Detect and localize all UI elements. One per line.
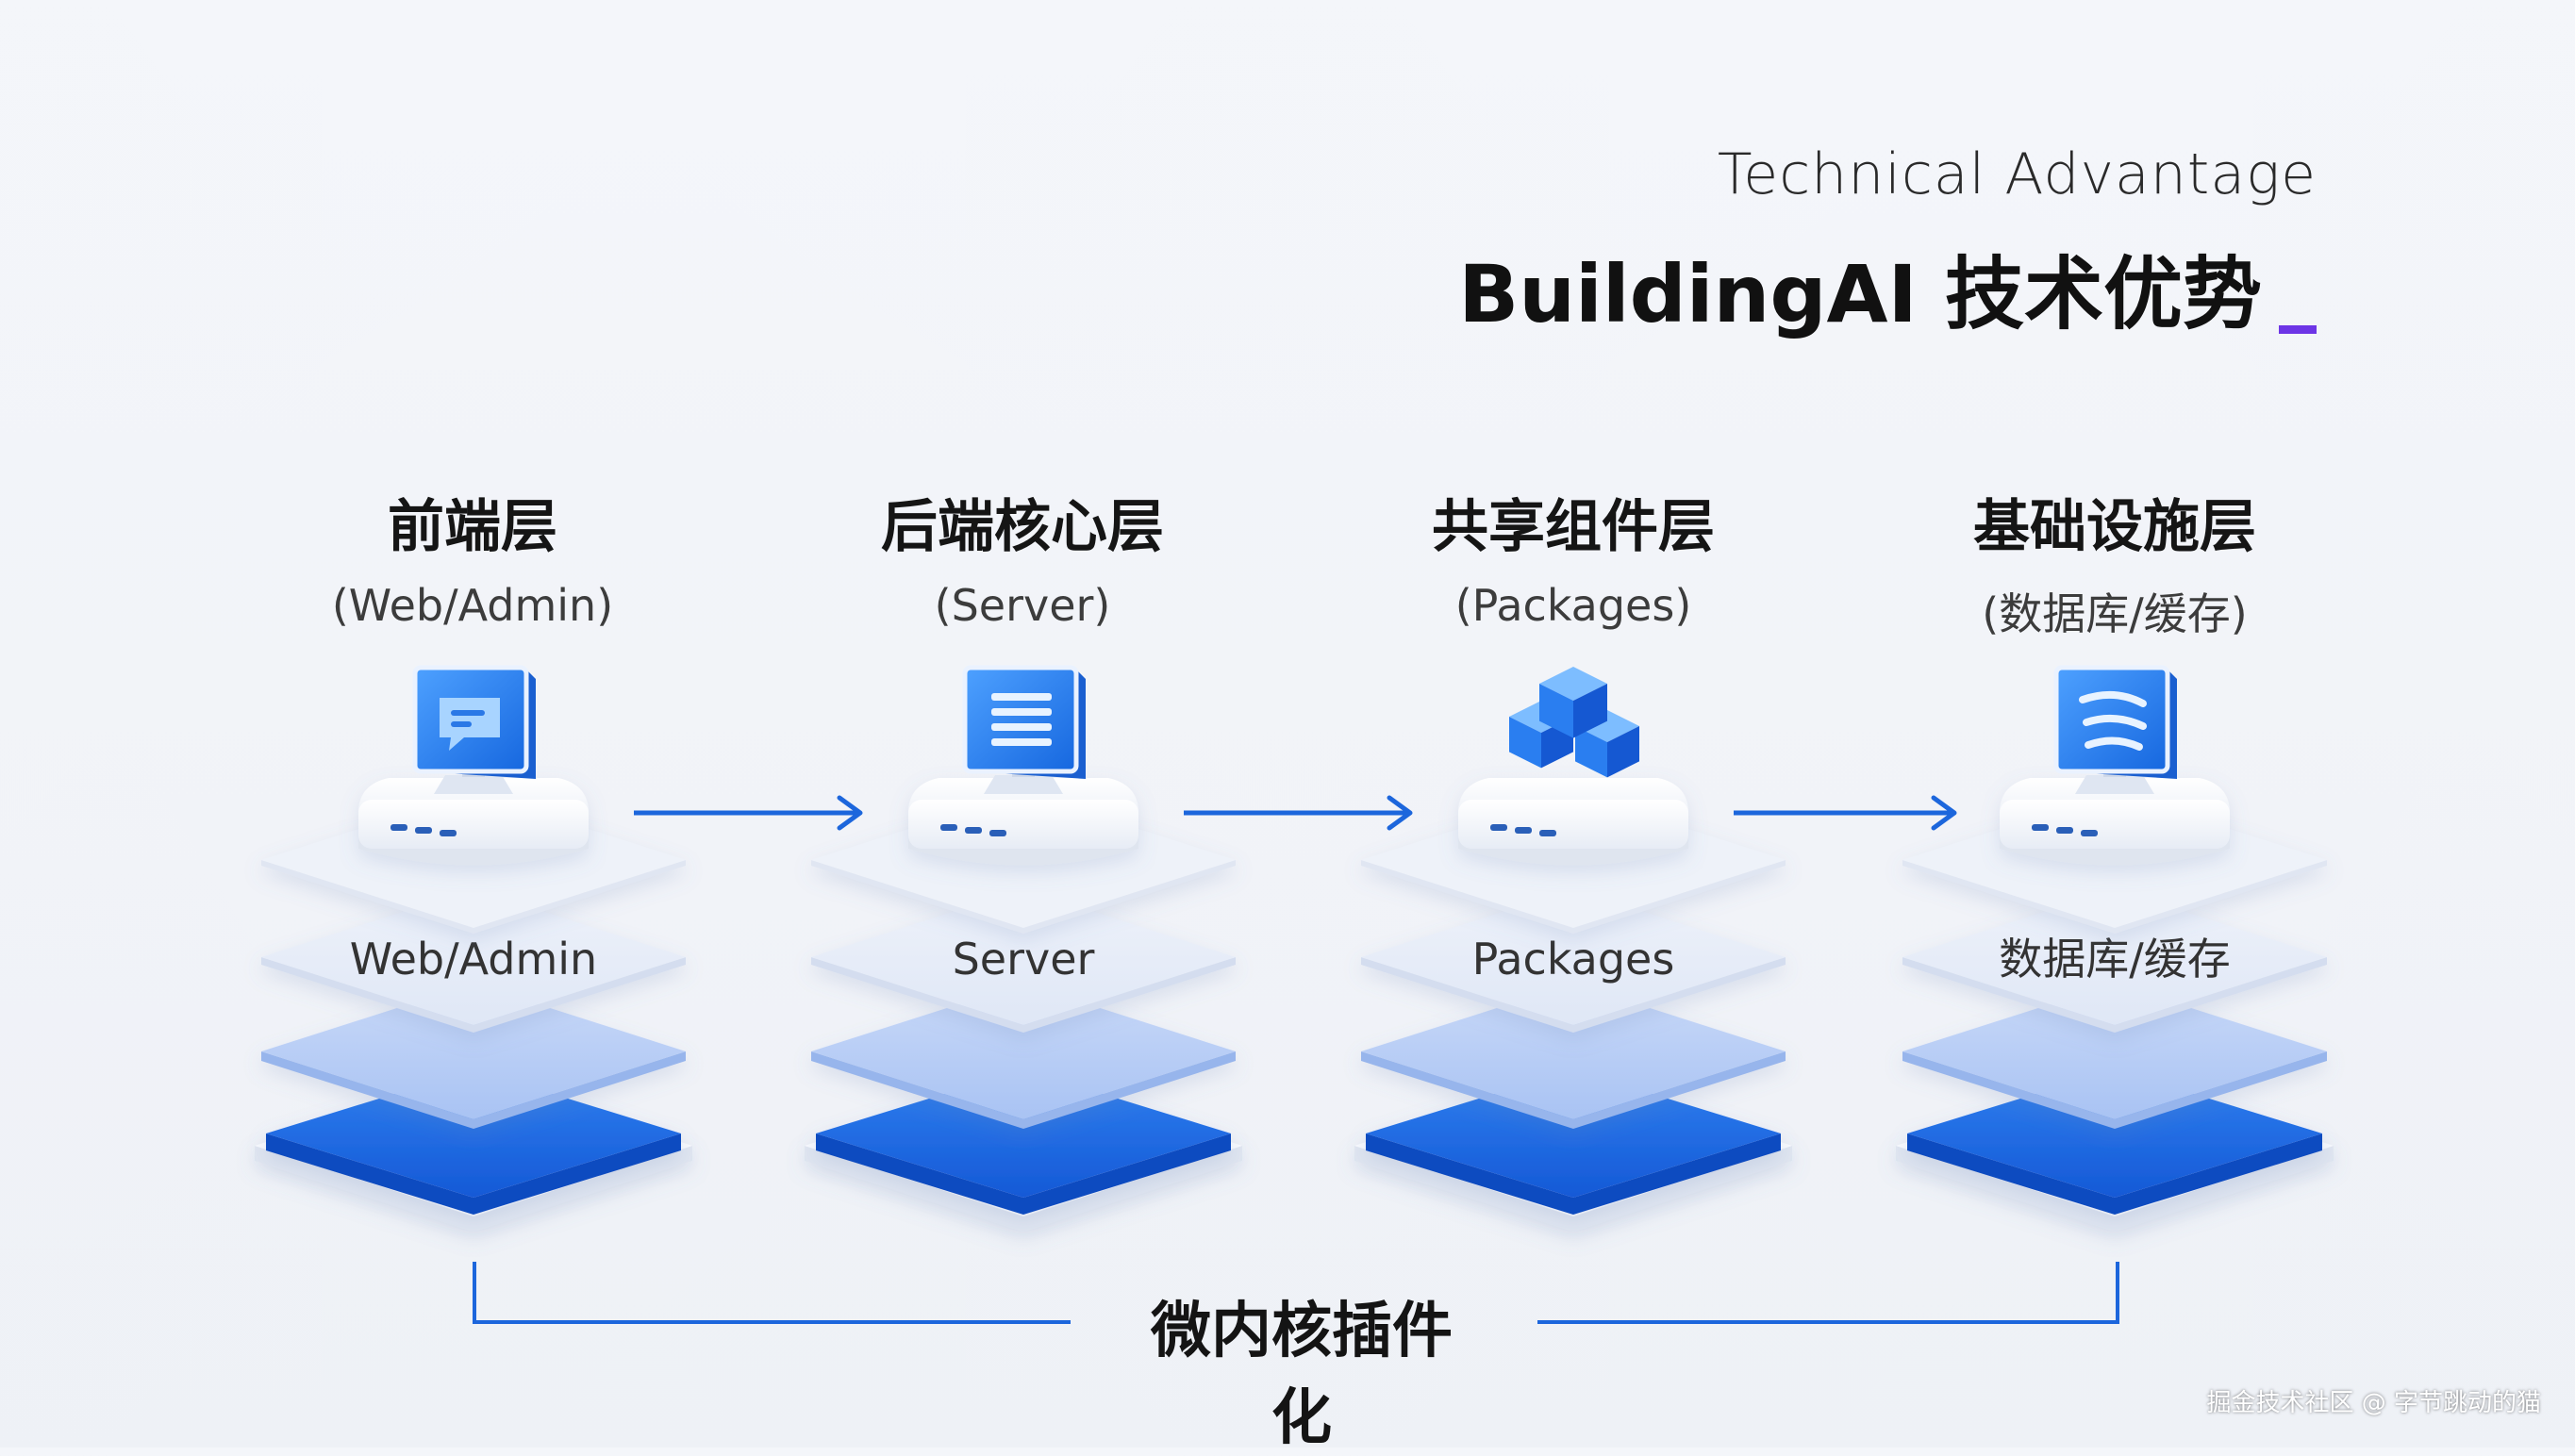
layer-title: 后端核心层 [881,494,1164,560]
cubes-icon [1509,667,1639,778]
layer-subtitle: (数据库/缓存) [1982,588,2248,639]
indicator-dot [415,827,432,834]
layer-heading-infrastructure: 基础设施层 (数据库/缓存) [1851,481,2379,642]
server-box [2000,778,2230,866]
layer-subtitle: (Web/Admin) [331,580,614,631]
layer-stack: Packages [1354,667,1792,1232]
layer-subtitle: (Server) [934,580,1111,631]
monitor-chat-icon [412,665,536,794]
mid-plate [811,984,1236,1129]
server-box [1458,778,1688,866]
indicator-dot [965,827,982,834]
indicator-dot [989,830,1006,836]
indicator-dot [2056,827,2073,834]
layer-stack: Server [805,665,1242,1232]
mid-plate [1902,984,2327,1129]
mid-plate [1361,984,1786,1129]
plate-label: Web/Admin [350,934,597,984]
layer-title: 前端层 [388,494,557,560]
indicator-dot [1539,830,1556,836]
blue-plate [266,1069,681,1215]
core-bracket [473,1262,2119,1324]
watermark: 掘金技术社区 @ 字节跳动的猫 [2206,1389,2541,1417]
layer-title: 基础设施层 [1973,494,2256,560]
header-subtitle: Technical Advantage [1717,141,2317,207]
server-box [908,778,1138,866]
label-plate [811,889,1236,1033]
layer-subtitle: (Packages) [1454,580,1692,631]
flow-arrow [1734,795,1957,831]
plate-label: Packages [1472,934,1675,984]
title-cursor-mark [2279,325,2317,334]
blue-plate [1366,1069,1781,1215]
layer-stack: 数据库/缓存 [1896,665,2334,1232]
layer-stack: Web/Admin [255,665,692,1232]
layer-heading-packages: 共享组件层 (Packages) [1309,481,1837,631]
layer-heading-backend: 后端核心层 (Server) [758,481,1287,631]
plate-label: Server [953,934,1095,984]
layer-heading-frontend: 前端层 (Web/Admin) [208,481,737,631]
mid-plate [261,984,686,1129]
bracket-right [1537,1262,2119,1324]
flow-arrow [1184,795,1413,831]
indicator-dot [2032,824,2049,831]
label-plate [1902,889,2327,1033]
layer-title: 共享组件层 [1432,494,1715,560]
header-title: BuildingAI 技术优势 [1458,231,2317,345]
plate-label: 数据库/缓存 [1999,934,2231,984]
monitor-list-icon [962,665,1086,794]
indicator-dot [940,824,957,831]
blue-plate [816,1069,1231,1215]
indicator-dot [1515,827,1532,834]
core-label: 微内核插件化 [1151,1297,1453,1453]
label-plate [1361,889,1786,1033]
indicator-dot [1490,824,1507,831]
indicator-dot [440,830,457,836]
blue-plate [1907,1069,2322,1215]
server-box [358,778,589,866]
flow-arrow [634,795,863,831]
indicator-dot [2081,830,2098,836]
bracket-left [473,1262,1071,1324]
header-title-text: BuildingAI 技术优势 [1458,248,2262,340]
indicator-dot [390,824,407,831]
label-plate [261,889,686,1033]
monitor-database-icon [2053,665,2177,794]
